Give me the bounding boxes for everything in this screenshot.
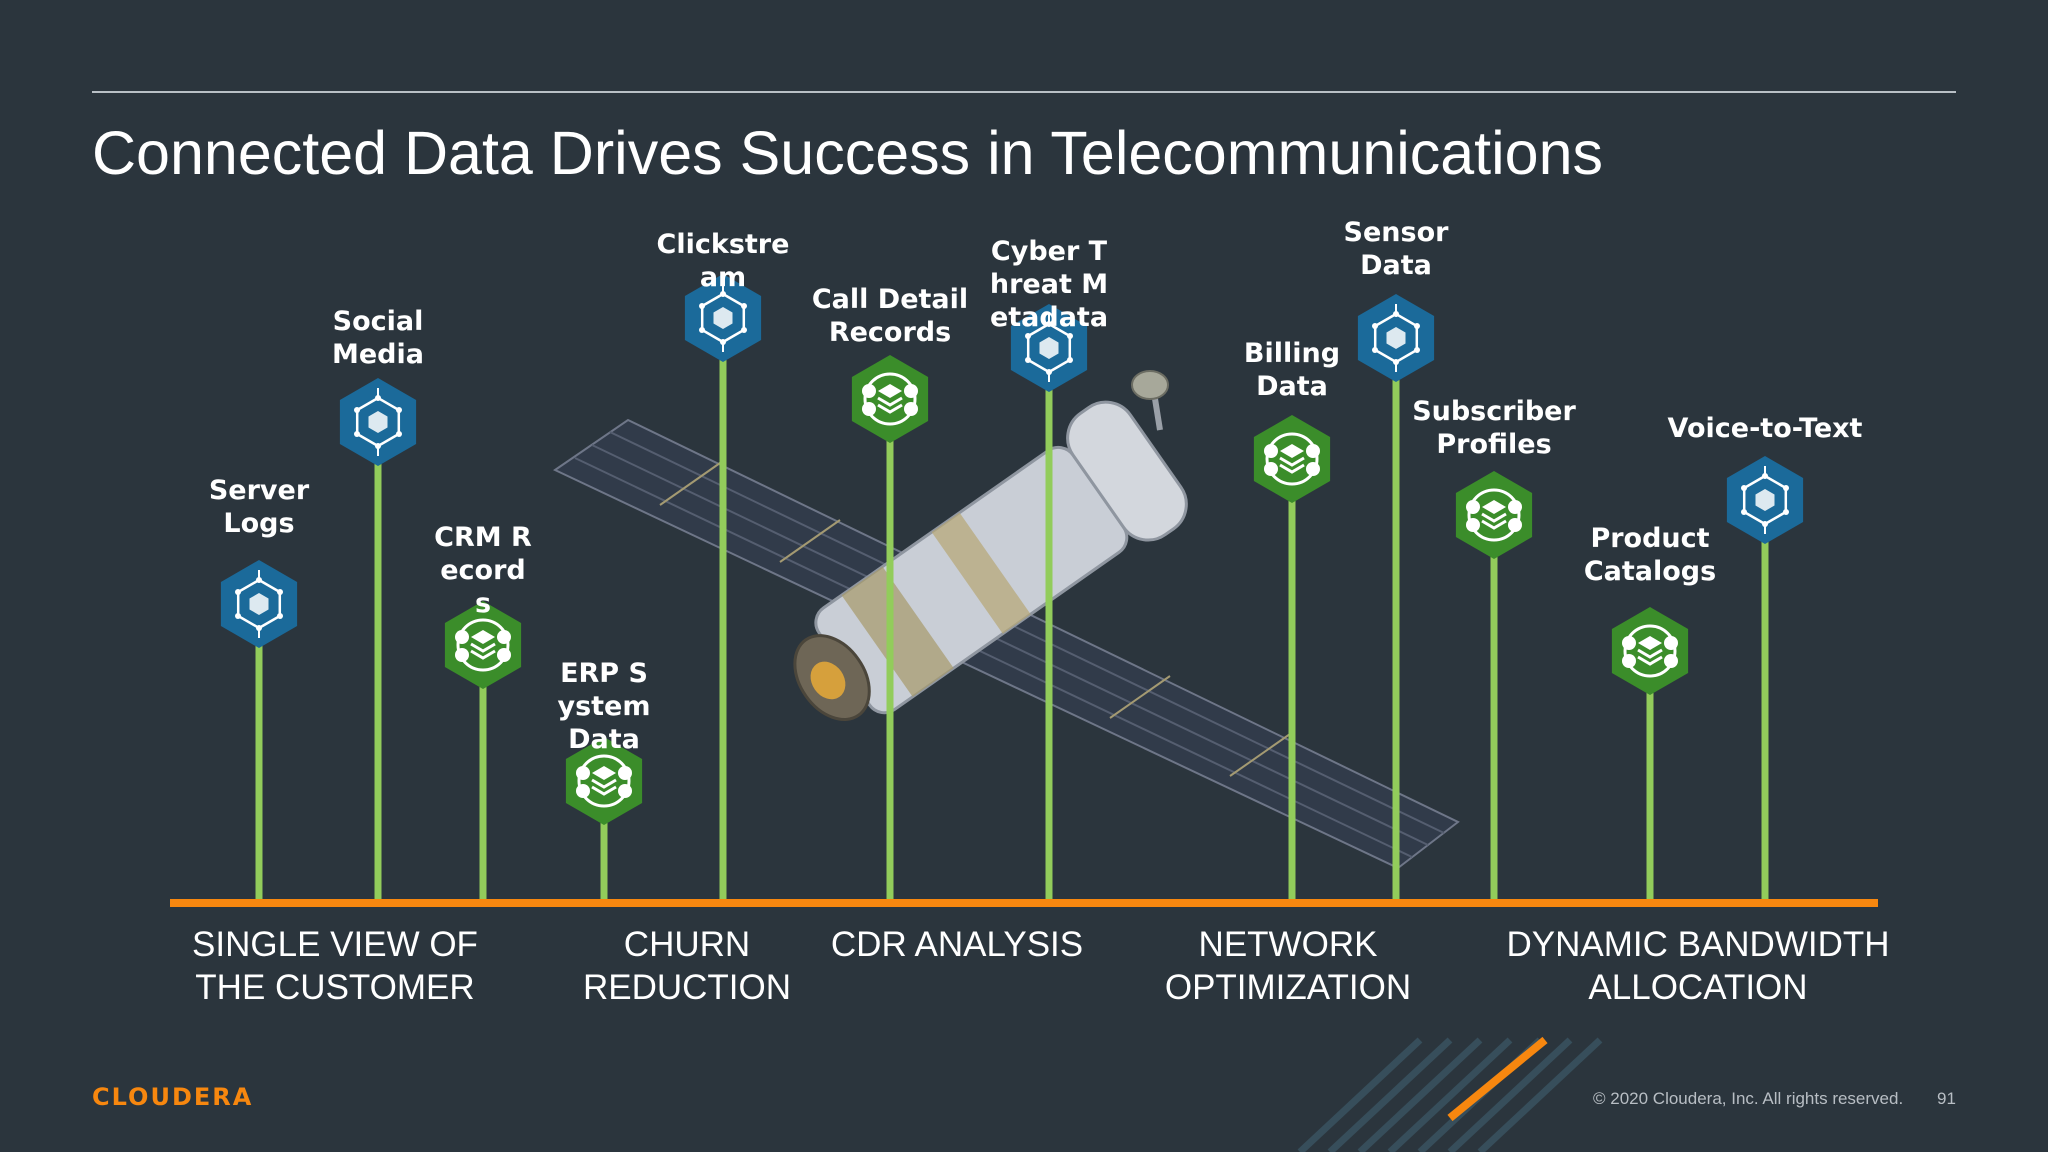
stem-billing-data [1288,461,1296,903]
network-hub-icon-social-media [335,376,421,472]
use-case-line-2: OPTIMIZATION [1164,968,1412,1007]
use-case-4: DYNAMIC BANDWIDTH ALLOCATION [1506,923,1889,1009]
data-stack-icon-billing-data [1249,413,1335,509]
node-label-clickstream: Clickstream [656,229,790,293]
stem-sensor-data [1392,340,1400,903]
node-label-social-media: Social Media [332,306,424,370]
use-case-line-1: SINGLE VIEW OF [192,925,478,964]
node-label-sensor-data: Sensor Data [1343,217,1449,281]
stem-cyber-threat-metadata [1045,350,1053,903]
stem-voice-to-text [1761,502,1769,903]
stem-call-detail-records [886,401,894,903]
timeline-baseline [170,899,1878,907]
stem-crm-records [479,647,487,903]
network-hub-icon-sensor-data [1353,292,1439,388]
stem-product-catalogs [1646,653,1654,903]
slide-title: Connected Data Drives Success in Telecom… [92,119,1604,187]
node-label-erp-system-data: ERP System Data [557,658,651,755]
use-case-3: NETWORK OPTIMIZATION [1165,923,1411,1009]
stem-subscriber-profiles [1490,517,1498,903]
data-stack-icon-product-catalogs [1607,605,1693,701]
use-case-1: CHURN REDUCTION [583,923,791,1009]
network-hub-icon-voice-to-text [1722,454,1808,550]
node-label-crm-records: CRM Records [434,522,532,619]
data-stack-icon-erp-system-data [561,735,647,831]
use-case-line-1: CDR ANALYSIS [830,925,1084,964]
stem-erp-system-data [600,783,608,903]
data-stack-icon-crm-records [440,599,526,695]
title-rule [92,91,1956,93]
stem-clickstream [719,320,727,903]
use-case-0: SINGLE VIEW OF THE CUSTOMER [192,923,478,1009]
data-stack-icon-call-detail-records [847,353,933,449]
use-case-line-1: CHURN [623,925,751,964]
use-case-line-2: ALLOCATION [1588,968,1808,1007]
node-label-voice-to-text: Voice-to-Text [1667,413,1863,444]
use-case-line-1: NETWORK [1198,925,1378,964]
stem-server-logs [255,606,263,903]
node-label-product-catalogs: Product Catalogs [1583,523,1717,587]
network-hub-icon-cyber-threat-metadata [1006,302,1092,398]
network-hub-icon-server-logs [216,558,302,654]
data-stack-icon-subscriber-profiles [1451,469,1537,565]
page-number: 91 [1937,1089,1956,1108]
copyright-text: © 2020 Cloudera, Inc. All rights reserve… [1593,1089,1904,1108]
stem-social-media [374,424,382,903]
node-label-subscriber-profiles: Subscriber Profiles [1412,396,1576,460]
use-case-line-2: THE CUSTOMER [195,968,475,1007]
use-case-line-1: DYNAMIC BANDWIDTH [1506,925,1890,964]
node-label-billing-data: Billing Data [1243,338,1341,402]
node-label-cyber-threat-metadata: Cyber Threat Metadata [989,236,1109,333]
node-label-server-logs: Server Logs [208,475,310,539]
cloudera-logo: CLOUDERA [92,1083,254,1111]
use-case-2: CDR ANALYSIS [831,923,1083,966]
node-label-call-detail-records: Call Detail Records [811,284,969,348]
network-hub-icon-clickstream [680,272,766,368]
use-case-line-2: REDUCTION [582,968,792,1007]
